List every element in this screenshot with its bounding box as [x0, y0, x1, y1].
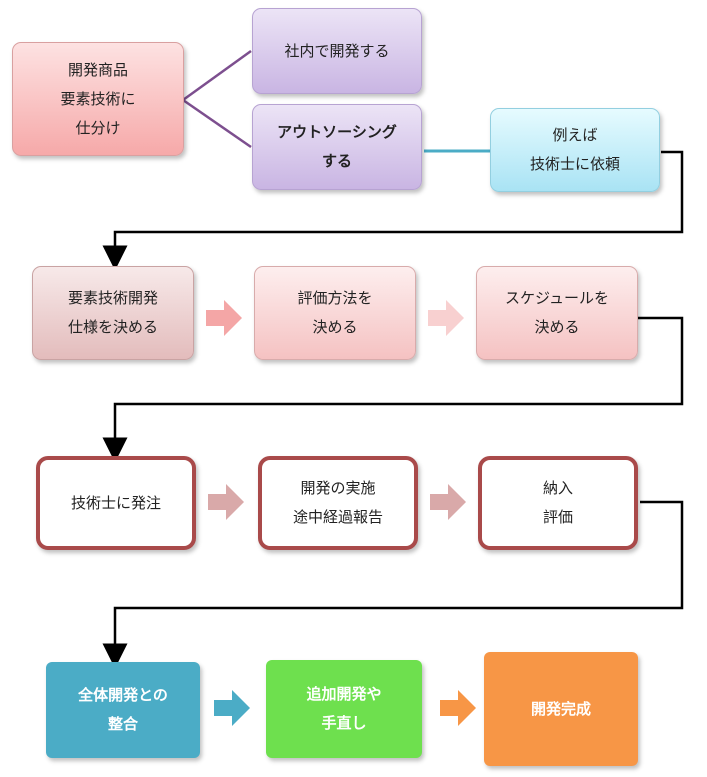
node-define-evaluation-line1: 評価方法を — [297, 289, 373, 307]
block-arrow-row4-1 — [214, 690, 250, 726]
node-progress-report-line1: 開発の実施 — [300, 479, 376, 497]
node-example-engineer: 例えば 技術士に依頼 — [490, 108, 660, 192]
node-development-complete: 開発完成 — [484, 652, 638, 766]
node-rework: 追加開発や 手直し — [266, 660, 422, 758]
node-product-breakdown: 開発商品 要素技術に 仕分け — [12, 42, 184, 156]
node-define-evaluation: 評価方法を 決める — [254, 266, 416, 360]
node-delivery-evaluation: 納入 評価 — [478, 456, 638, 550]
connector-row3-row4 — [102, 500, 684, 669]
node-overall-alignment-line2: 整合 — [107, 715, 138, 733]
node-define-schedule-line2: 決める — [534, 318, 580, 336]
connector-row2-row3 — [102, 316, 684, 463]
node-define-schedule-line1: スケジュールを — [505, 289, 609, 307]
branch-line-outsourcing — [182, 98, 252, 149]
node-progress-report: 開発の実施 途中経過報告 — [258, 456, 418, 550]
node-overall-alignment: 全体開発との 整合 — [46, 662, 200, 758]
node-outsourcing: アウトソーシング する — [252, 104, 422, 190]
node-delivery-evaluation-line2: 評価 — [542, 508, 573, 526]
block-arrow-row4-2 — [440, 690, 476, 726]
node-define-spec: 要素技術開発 仕様を決める — [32, 266, 194, 360]
node-product-breakdown-line1: 開発商品 — [67, 60, 128, 79]
node-rework-line2: 手直し — [321, 714, 367, 732]
block-arrow-row3-2 — [430, 484, 466, 520]
node-development-complete-line1: 開発完成 — [530, 699, 591, 718]
node-product-breakdown-line3: 仕分け — [75, 118, 121, 137]
node-product-breakdown-line2: 要素技術に — [60, 89, 136, 108]
node-example-engineer-line1: 例えば — [552, 126, 598, 144]
block-arrow-row3-1 — [208, 484, 244, 520]
node-inhouse-development: 社内で開発する — [252, 8, 422, 94]
branch-line-inhouse — [182, 49, 252, 102]
node-outsourcing-line2: する — [321, 152, 352, 170]
node-example-engineer-line2: 技術士に依頼 — [529, 155, 620, 173]
node-order-engineer-line1: 技術士に発注 — [70, 493, 161, 512]
node-define-evaluation-line2: 決める — [312, 318, 358, 336]
connector-row1-row2 — [102, 150, 684, 271]
node-define-spec-line1: 要素技術開発 — [67, 289, 158, 307]
node-outsourcing-line1: アウトソーシング — [277, 123, 397, 141]
node-define-schedule: スケジュールを 決める — [476, 266, 638, 360]
node-overall-alignment-line1: 全体開発との — [78, 686, 168, 704]
node-progress-report-line2: 途中経過報告 — [292, 508, 383, 526]
block-arrow-row2-1 — [206, 300, 242, 336]
block-arrow-row2-2 — [428, 300, 464, 336]
node-inhouse-development-line1: 社内で開発する — [284, 41, 390, 60]
node-delivery-evaluation-line1: 納入 — [542, 479, 573, 497]
node-rework-line1: 追加開発や — [306, 685, 382, 703]
node-order-engineer: 技術士に発注 — [36, 456, 196, 550]
node-define-spec-line2: 仕様を決める — [67, 318, 158, 336]
